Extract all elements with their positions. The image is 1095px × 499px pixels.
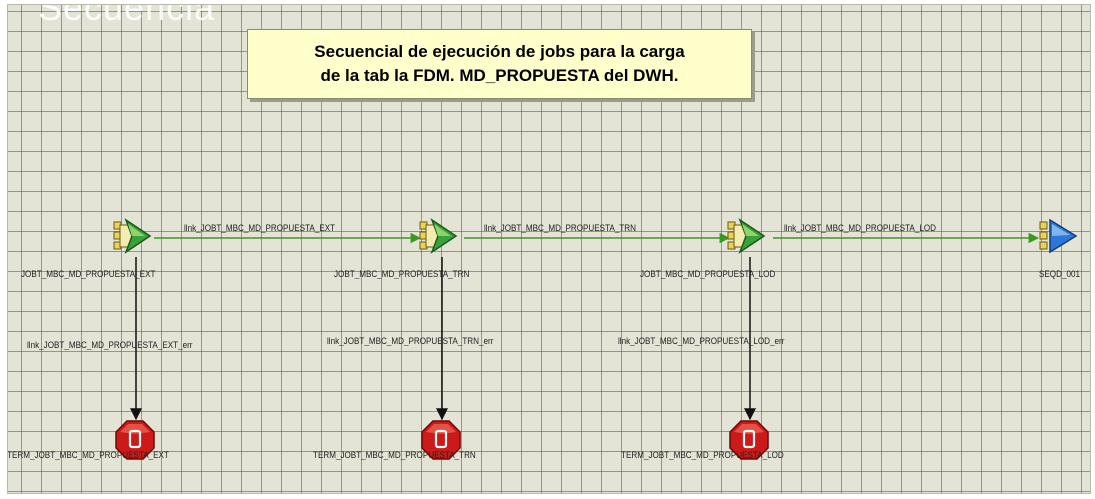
terminator-node-ext[interactable] [113, 418, 155, 460]
sequencer-icon [1039, 218, 1078, 254]
job-node-lod[interactable] [726, 216, 766, 256]
background-title: Secuencia [38, 4, 216, 28]
job-activity-icon [419, 218, 458, 254]
links-layer [130, 232, 1040, 421]
annotation-note[interactable]: Secuencial de ejecución de jobs para la … [247, 29, 752, 99]
job-activity-icon [727, 218, 766, 254]
terminator-stop-icon [729, 420, 769, 460]
error-link-label-trn: llnk_JOBT_MBC_MD_PROPUESTA_TRN_err [327, 336, 494, 346]
job-label-ext: JOBT_MBC_MD_PROPUESTA_EXT [21, 269, 156, 279]
ok-link-label-ext: llnk_JOBT_MBC_MD_PROPUESTA_EXT [184, 223, 336, 233]
terminator-stop-icon [115, 420, 155, 460]
sequencer-label: SEQD_001 [1039, 269, 1080, 279]
job-activity-icon [113, 218, 152, 254]
error-link-label-ext: llnk_JOBT_MBC_MD_PROPUESTA_EXT_err [27, 340, 193, 350]
terminator-stop-icon [421, 420, 461, 460]
terminator-node-lod[interactable] [727, 418, 769, 460]
diagram-canvas[interactable]: Secuencia Secuencial de ejecución de job… [7, 4, 1091, 494]
sequencer-node[interactable] [1038, 216, 1078, 256]
terminator-label-ext: TERM_JOBT_MBC_MD_PROPUESTA_EXT [7, 450, 169, 460]
job-label-lod: JOBT_MBC_MD_PROPUESTA_LOD [640, 269, 776, 279]
annotation-line-1: Secuencial de ejecución de jobs para la … [314, 42, 685, 61]
job-node-trn[interactable] [418, 216, 458, 256]
terminator-label-lod: TERM_JOBT_MBC_MD_PROPUESTA_LOD [621, 450, 784, 460]
terminator-label-trn: TERM_JOBT_MBC_MD_PROPUESTA_TRN [313, 450, 476, 460]
ok-link-label-trn: llnk_JOBT_MBC_MD_PROPUESTA_TRN [484, 223, 636, 233]
annotation-text: Secuencial de ejecución de jobs para la … [304, 40, 694, 88]
ok-link-label-lod: llnk_JOBT_MBC_MD_PROPUESTA_LOD [784, 223, 937, 233]
error-link-label-lod: llnk_JOBT_MBC_MD_PROPUESTA_LOD_err [618, 336, 785, 346]
annotation-line-2: de la tab la FDM. MD_PROPUESTA del DWH. [320, 66, 679, 85]
job-node-ext[interactable] [112, 216, 152, 256]
terminator-node-trn[interactable] [419, 418, 461, 460]
job-label-trn: JOBT_MBC_MD_PROPUESTA_TRN [334, 269, 470, 279]
